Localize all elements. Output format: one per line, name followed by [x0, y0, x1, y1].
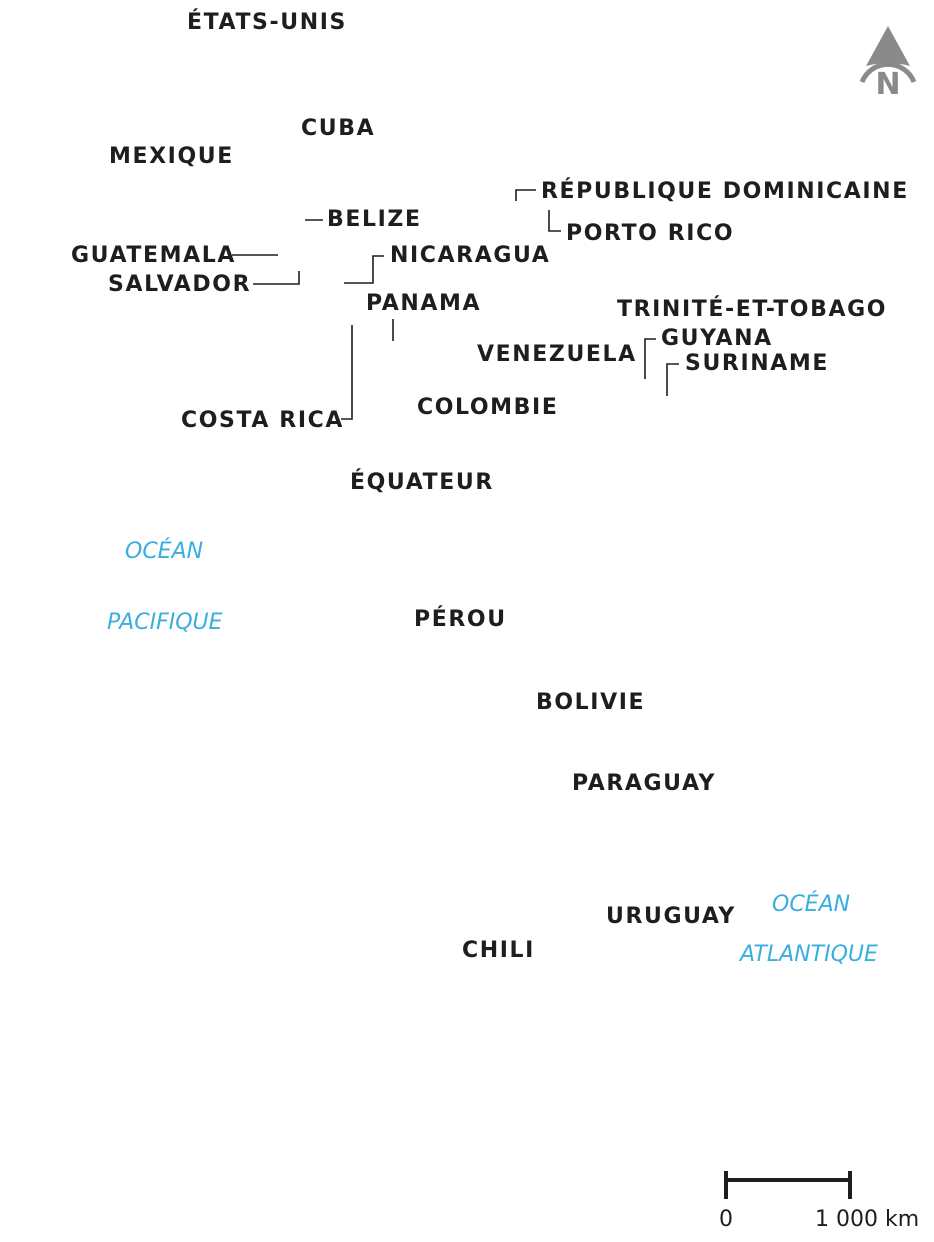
scale-end-label: 1 000 km: [815, 1207, 920, 1232]
ocean-atlantic-line1: OCÉAN: [772, 892, 851, 917]
scale-start-label: 0: [719, 1207, 733, 1232]
label-salvador: SALVADOR: [108, 272, 252, 297]
label-panama: PANAMA: [366, 291, 482, 316]
label-usa: ÉTATS-UNIS: [187, 10, 347, 35]
label-puerto-rico: PORTO RICO: [566, 221, 735, 246]
label-mexico: MEXIQUE: [109, 144, 234, 169]
label-guyana: GUYANA: [661, 326, 773, 351]
label-peru: PÉROU: [414, 607, 507, 632]
label-cuba: CUBA: [301, 116, 376, 141]
label-chile: CHILI: [462, 938, 535, 963]
leader-costa-rica: [341, 325, 353, 420]
label-bolivia: BOLIVIE: [536, 690, 646, 715]
leader-guyana: [644, 338, 656, 379]
ocean-pacific-line1: OCÉAN: [125, 539, 204, 564]
leader-puerto-rico: [548, 210, 561, 232]
leader-dominican-republic: [515, 189, 536, 201]
leader-salvador: [253, 271, 300, 285]
label-nicaragua: NICARAGUA: [390, 243, 551, 268]
label-suriname: SURINAME: [685, 351, 829, 376]
label-trinidad: TRINITÉ-ET-TOBAGO: [617, 297, 888, 322]
label-paraguay: PARAGUAY: [572, 771, 716, 796]
north-arrow-icon: N: [859, 26, 917, 102]
label-ecuador: ÉQUATEUR: [350, 470, 494, 495]
label-costa-rica: COSTA RICA: [181, 408, 344, 433]
leader-suriname: [666, 363, 679, 396]
label-guatemala: GUATEMALA: [71, 243, 236, 268]
label-colombia: COLOMBIE: [417, 395, 559, 420]
ocean-pacific-line2: PACIFIQUE: [107, 610, 223, 635]
ocean-atlantic-line2: ATLANTIQUE: [740, 942, 878, 967]
label-venezuela: VENEZUELA: [477, 342, 637, 367]
label-dominican-republic: RÉPUBLIQUE DOMINICAINE: [541, 179, 909, 204]
label-uruguay: URUGUAY: [606, 904, 736, 929]
label-belize: BELIZE: [327, 207, 422, 232]
leader-nicaragua: [344, 255, 384, 284]
north-label: N: [875, 67, 900, 102]
